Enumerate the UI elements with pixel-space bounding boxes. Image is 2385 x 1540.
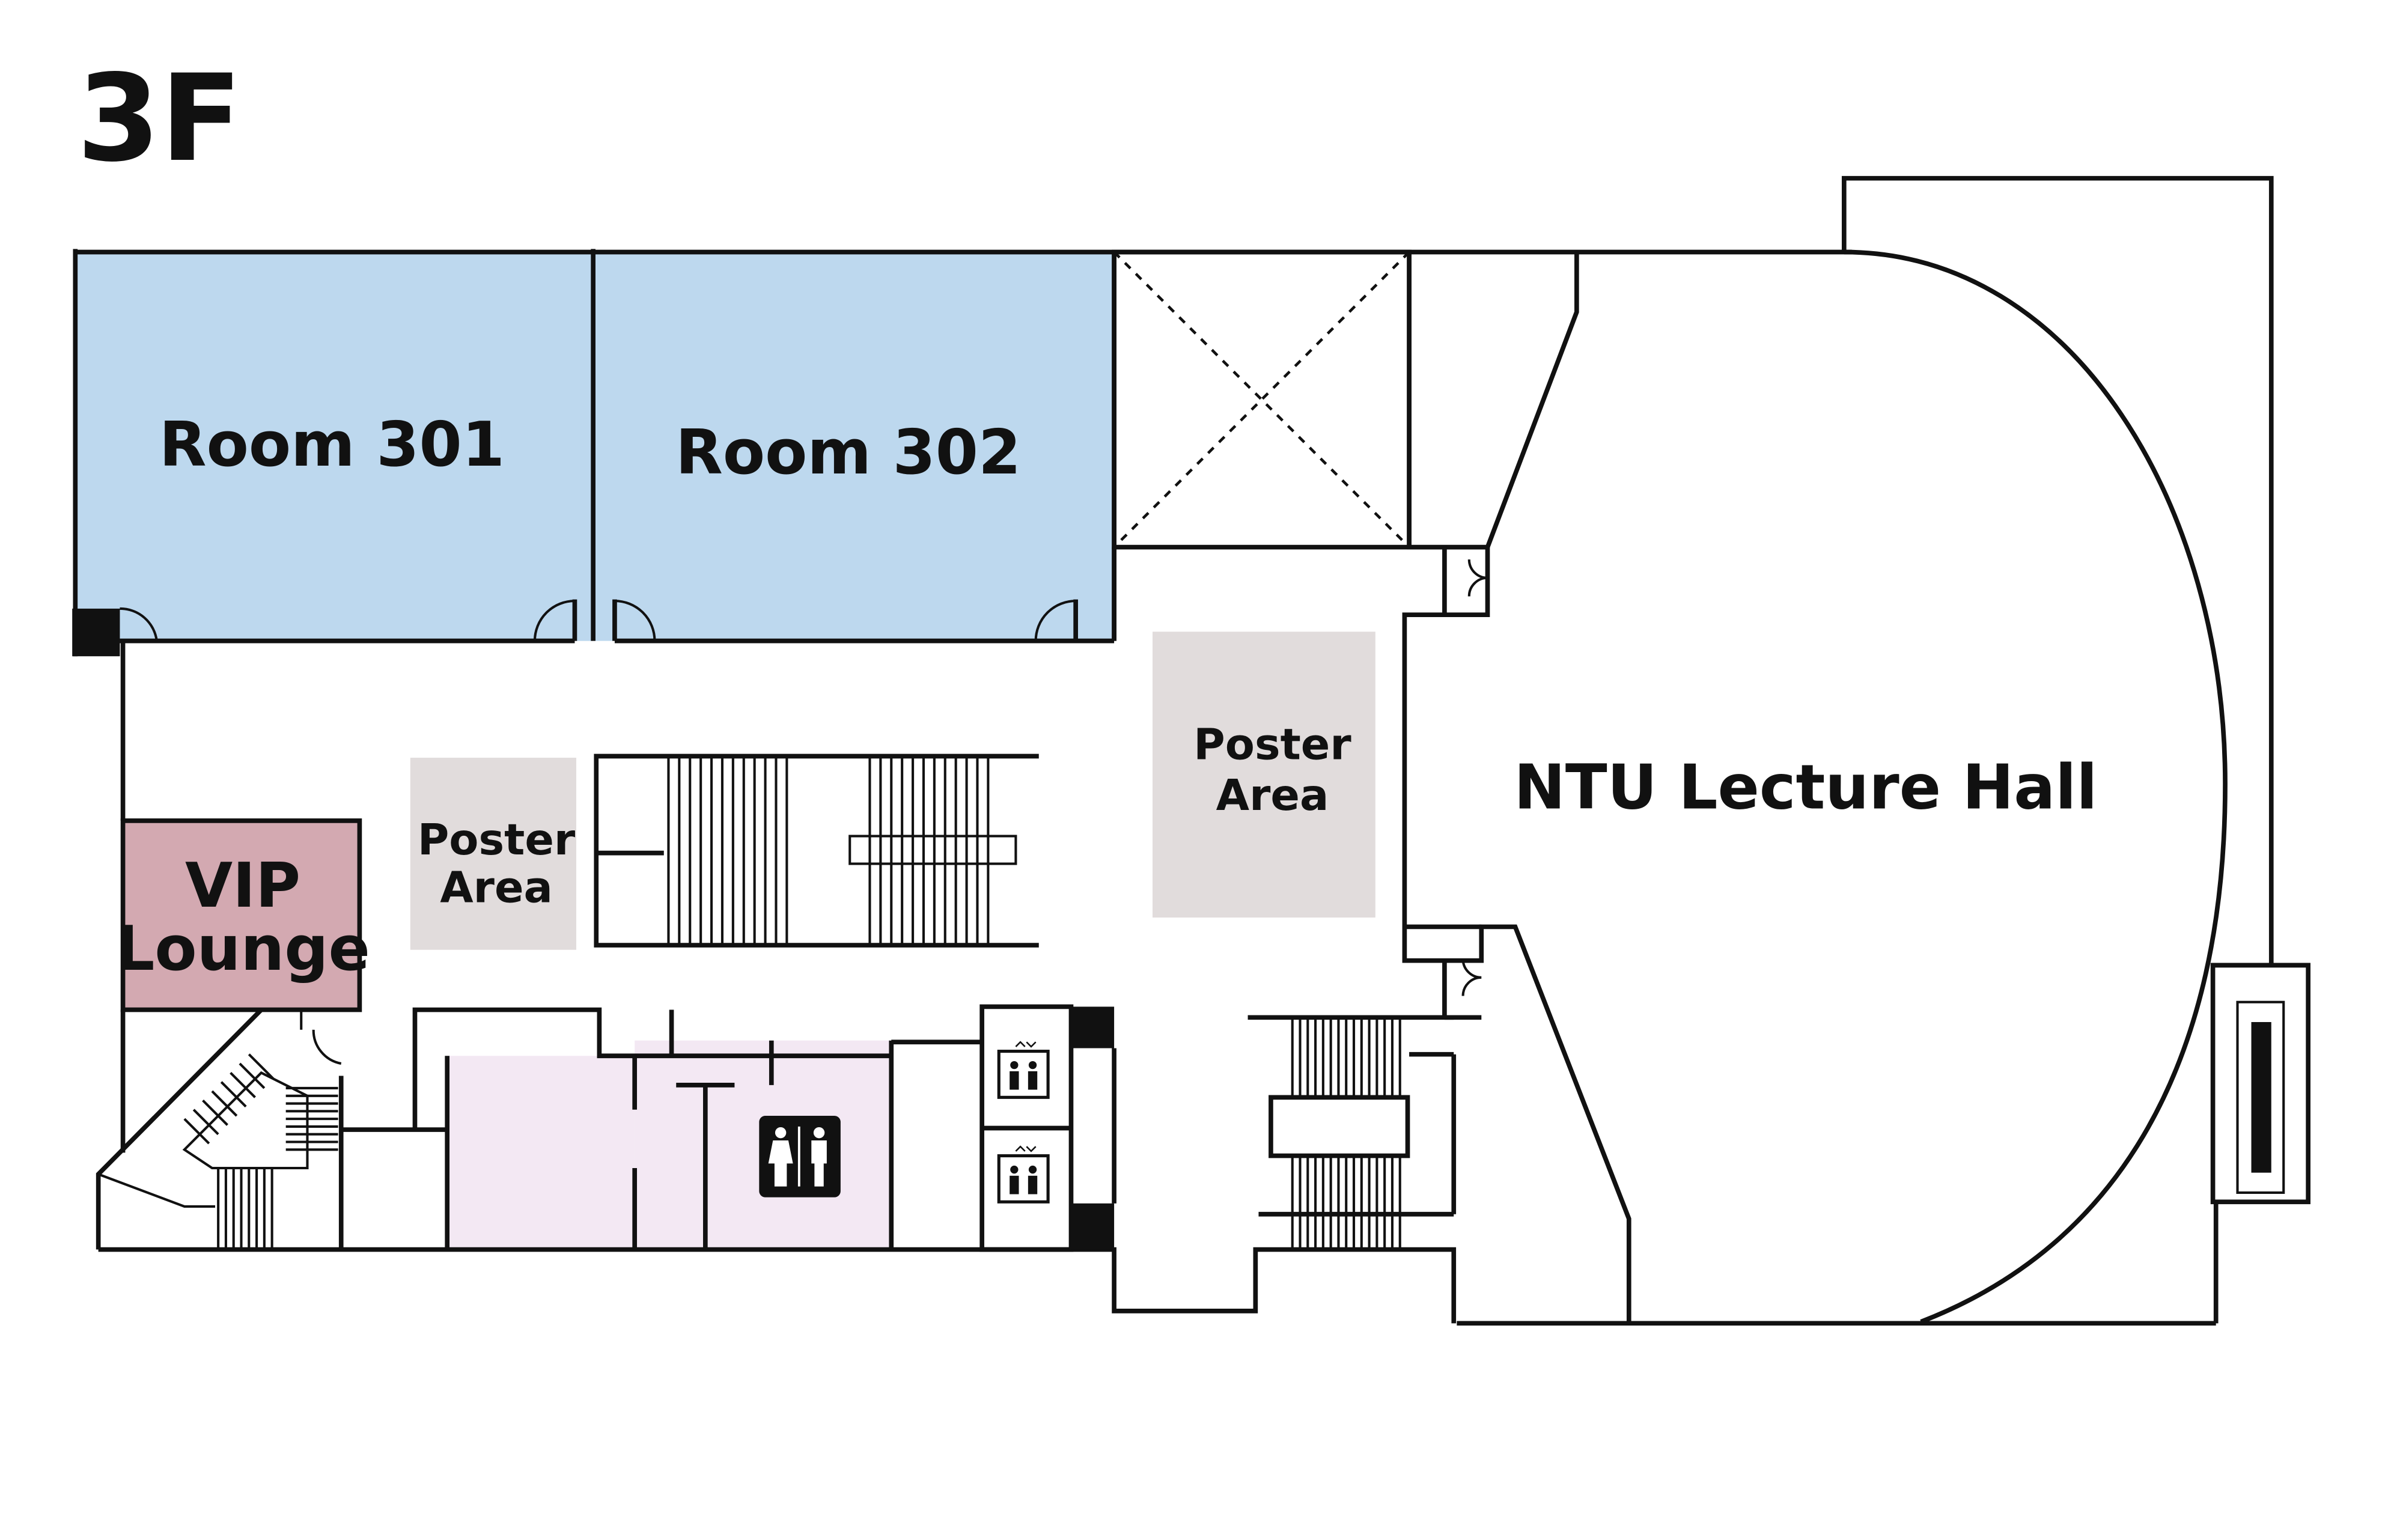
staircase-icon bbox=[97, 1009, 342, 1249]
poster-area-label-line2: Area bbox=[440, 862, 553, 912]
room-301[interactable]: Room 301 bbox=[75, 252, 594, 641]
poster-area-label-line1: Poster bbox=[418, 815, 576, 865]
stair-tread bbox=[248, 1053, 275, 1080]
lecture-hall-label: NTU Lecture Hall bbox=[1514, 752, 2097, 823]
elevator-icon bbox=[997, 1041, 1050, 1099]
escalator-icon bbox=[1291, 1018, 1401, 1249]
stair-tread bbox=[202, 1099, 228, 1126]
elevator-icon bbox=[997, 1145, 1050, 1204]
vip-lounge[interactable]: VIP Lounge bbox=[115, 818, 370, 1012]
staircase-icon bbox=[2236, 1000, 2285, 1194]
poster-area-label-line2: Area bbox=[1216, 770, 1329, 820]
walls bbox=[72, 175, 2310, 1326]
room-302[interactable]: Room 302 bbox=[593, 252, 1115, 641]
stair-landing bbox=[848, 835, 1017, 865]
stair-tread bbox=[183, 1118, 210, 1145]
stair-tread bbox=[192, 1109, 219, 1136]
room-302-label: Room 302 bbox=[675, 417, 1021, 488]
restroom-area[interactable] bbox=[447, 1040, 892, 1249]
vip-lounge-label-line2: Lounge bbox=[115, 913, 370, 985]
stair-tread bbox=[211, 1090, 238, 1117]
stair-tread bbox=[239, 1062, 266, 1089]
floor-label: 3F bbox=[77, 49, 242, 189]
pillar bbox=[72, 608, 120, 657]
staircase-icon bbox=[667, 758, 1017, 944]
stair-tread bbox=[220, 1081, 247, 1108]
vip-lounge-label-line1: VIP bbox=[185, 850, 300, 922]
poster-area[interactable]: Poster Area bbox=[410, 758, 577, 950]
restroom-icon bbox=[759, 1116, 841, 1198]
stair-tread bbox=[230, 1071, 256, 1098]
room-301-label: Room 301 bbox=[159, 409, 505, 481]
poster-area-label-line1: Poster bbox=[1193, 720, 1351, 770]
poster-area[interactable]: Poster Area bbox=[1153, 632, 1375, 918]
